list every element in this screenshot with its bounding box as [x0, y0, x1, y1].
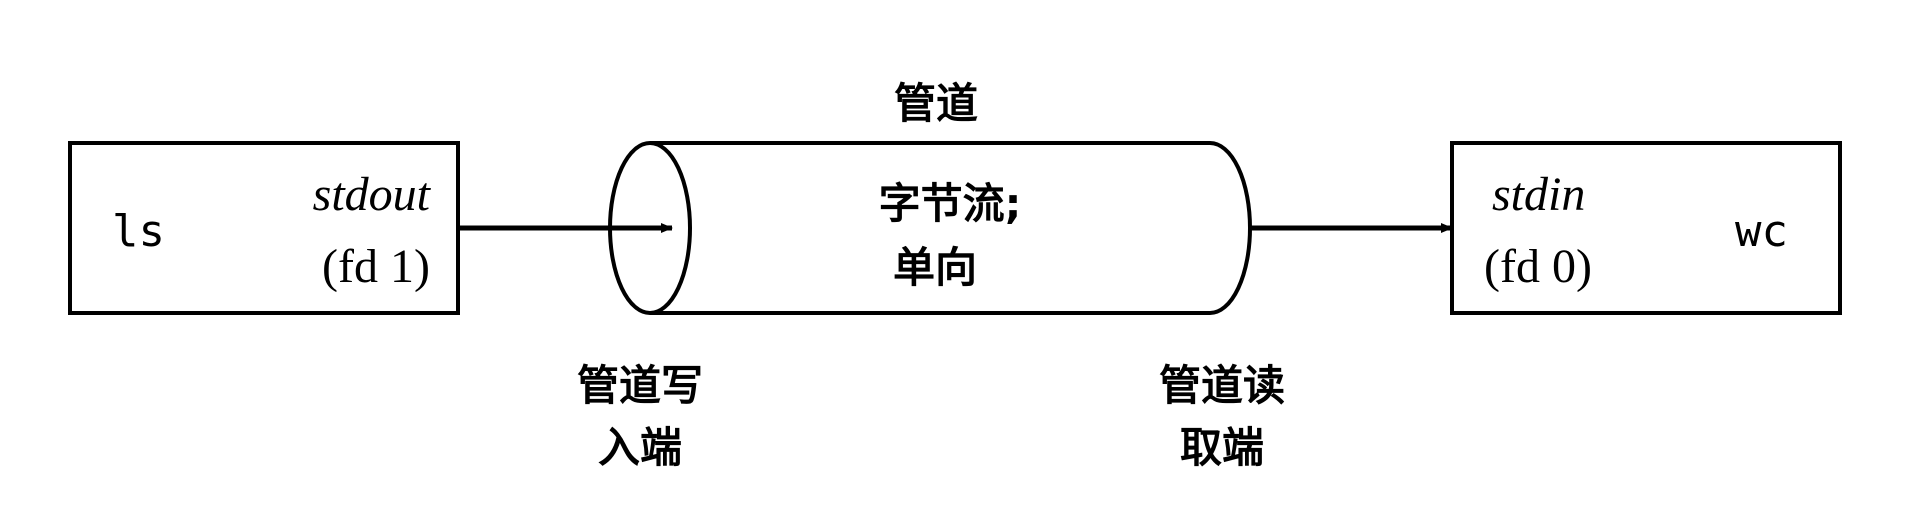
pipe-write-end-ellipse	[608, 141, 692, 315]
write-end-label-line2: 入端	[598, 423, 682, 472]
source-stream-name: stdout	[313, 168, 432, 221]
read-end-label-line2: 取端	[1180, 423, 1264, 472]
pipe-description-line1: 字节流;	[879, 179, 1022, 228]
source-box-outline	[68, 141, 460, 315]
source-command: ls	[112, 206, 165, 257]
source-fd-label: (fd 1)	[322, 240, 430, 293]
dest-stream-name: stdin	[1492, 168, 1585, 221]
dest-process-box: stdin (fd 0) wc	[1450, 141, 1842, 315]
write-end-label-line1: 管道写	[577, 361, 703, 410]
read-end-label-line1: 管道读	[1159, 361, 1285, 410]
pipe-title: 管道	[894, 79, 978, 128]
dest-box-outline	[1450, 141, 1842, 315]
dest-fd-label: (fd 0)	[1484, 240, 1592, 293]
pipe-body	[650, 141, 1252, 315]
source-process-box: ls stdout (fd 1)	[68, 141, 460, 315]
dest-command: wc	[1735, 206, 1788, 257]
pipe-cylinder	[608, 141, 1252, 315]
pipe-description-line2: 单向	[893, 243, 977, 292]
